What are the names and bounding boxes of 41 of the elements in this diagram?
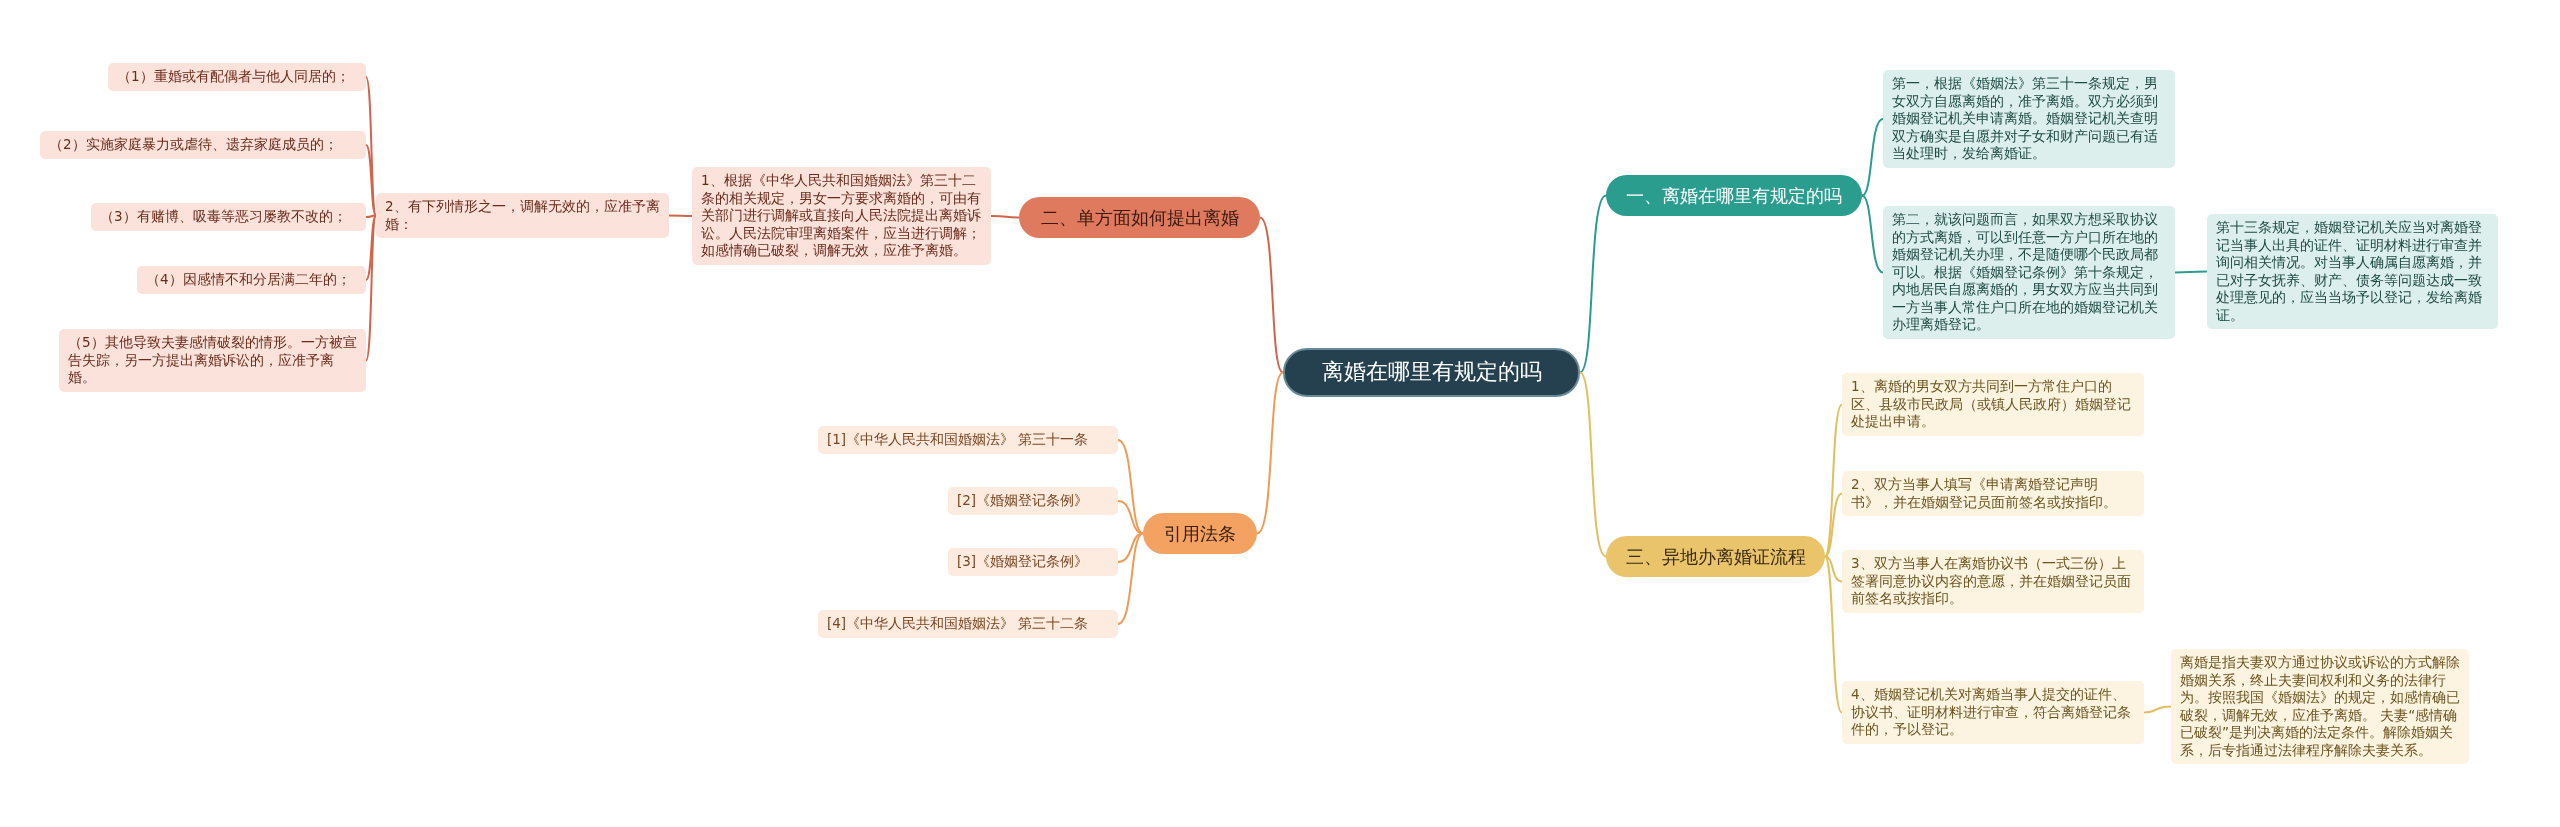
connector-line [365, 144, 377, 217]
topic-box: （3）有赌博、吸毒等恶习屡教不改的； [91, 203, 366, 231]
topic-box: （5）其他导致夫妻感情破裂的情形。一方被宣告失踪，另一方提出离婚诉讼的，应准予离婚。 [59, 329, 366, 392]
branch-topic: 引用法条 [1143, 513, 1257, 555]
topic-box: （1）重婚或有配偶者与他人同居的； [108, 63, 366, 91]
connector-line [1861, 194, 1884, 274]
branch-topic: 一、离婚在哪里有规定的吗 [1606, 175, 1862, 217]
topic-box: 1、离婚的男女双方共同到一方常住户口的区、县级市民政局（或镇人民政府）婚姻登记处提出申请。 [1842, 373, 2144, 436]
connector-line [990, 215, 1020, 219]
topic-box: 第一，根据《婚姻法》第三十一条规定，男女双方自愿离婚的，准予离婚。双方必须到婚姻登记机关申请离婚。婚姻登记机关查明双方确实是自愿并对子女和财产问题已有适当处理时，发给离婚证。 [1883, 70, 2175, 168]
topic-box: 2、有下列情形之一，调解无效的，应准予离婚： [376, 193, 669, 239]
connector-line [1259, 216, 1284, 374]
topic-box: [3]《婚姻登记条例》 [948, 548, 1118, 576]
branch-topic: 二、单方面如何提出离婚 [1019, 197, 1260, 239]
topic-box: 第十三条规定，婚姻登记机关应当对离婚登记当事人出具的证件、证明材料进行审查并询问相关情况。对当事人确属自愿离婚，并已对子女抚养、财产、债务等问题达成一致处理意见的，应当当场予以登记，发给离婚证。 [2207, 214, 2498, 330]
topic-box: 1、根据《中华人民共和国婚姻法》第三十二条的相关规定，男女一方要求离婚的，可由有关部门进行调解或直接向人民法院提出离婚诉讼。人民法院审理离婚案件，应当进行调解；如感情确已破裂，调解无效，应准予离婚。 [692, 167, 991, 265]
connector-line [1824, 492, 1843, 558]
topic-box: 2、双方当事人填写《申请离婚登记声明书》，并在婚姻登记员面前签名或按指印。 [1842, 471, 2144, 517]
topic-box: （2）实施家庭暴力或虐待、遗弃家庭成员的； [40, 131, 366, 159]
topic-box: 4、婚姻登记机关对离婚当事人提交的证件、协议书、证明材料进行审查，符合离婚登记条件的，予以登记。 [1842, 681, 2144, 744]
topic-box: 离婚是指夫妻双方通过协议或诉讼的方式解除婚姻关系，终止夫妻间权利和义务的法律行为。按照我国《婚姻法》的规定，如感情确已破裂，调解无效，应准予离婚。 夫妻“感情确已破裂”是判决离婚的法定条件。解除婚姻关系，后专指通过法律程序解除夫妻关系。 [2171, 649, 2469, 765]
connector-line [1117, 532, 1144, 625]
connector-line [1579, 194, 1607, 374]
connector-line [1117, 439, 1144, 535]
connector-line [668, 214, 693, 217]
topic-box: 3、双方当事人在离婚协议书（一式三份）上签署同意协议内容的意愿，并在婚姻登记员面前签名或按指印。 [1842, 550, 2144, 613]
connector-line [1824, 555, 1843, 714]
topic-box: [2]《婚姻登记条例》 [948, 487, 1118, 515]
topic-box: [1]《中华人民共和国婚姻法》 第三十一条 [818, 426, 1118, 454]
connector-line [1861, 118, 1884, 197]
connector-line [2174, 270, 2208, 274]
connector-line [1579, 371, 1607, 558]
branch-topic: 三、异地办离婚证流程 [1606, 536, 1825, 578]
connector-line [365, 214, 377, 281]
topic-box: （4）因感情不和分居满二年的； [137, 266, 366, 294]
topic-box: [4]《中华人民共和国婚姻法》 第三十二条 [818, 610, 1118, 638]
connector-line [2143, 705, 2172, 714]
topic-box: 第二，就该问题而言，如果双方想采取协议的方式离婚，可以到任意一方户口所在地的婚姻登记机关办理，不是随便哪个民政局都可以。根据《婚姻登记条例》第十条规定，内地居民自愿离婚的，男女双方应当共同到一方当事人常住户口所在地的婚姻登记机关办理离婚登记。 [1883, 206, 2175, 339]
central-topic: 离婚在哪里有规定的吗 [1283, 348, 1580, 397]
connector-line [1256, 371, 1284, 535]
connector-line [1824, 555, 1843, 583]
